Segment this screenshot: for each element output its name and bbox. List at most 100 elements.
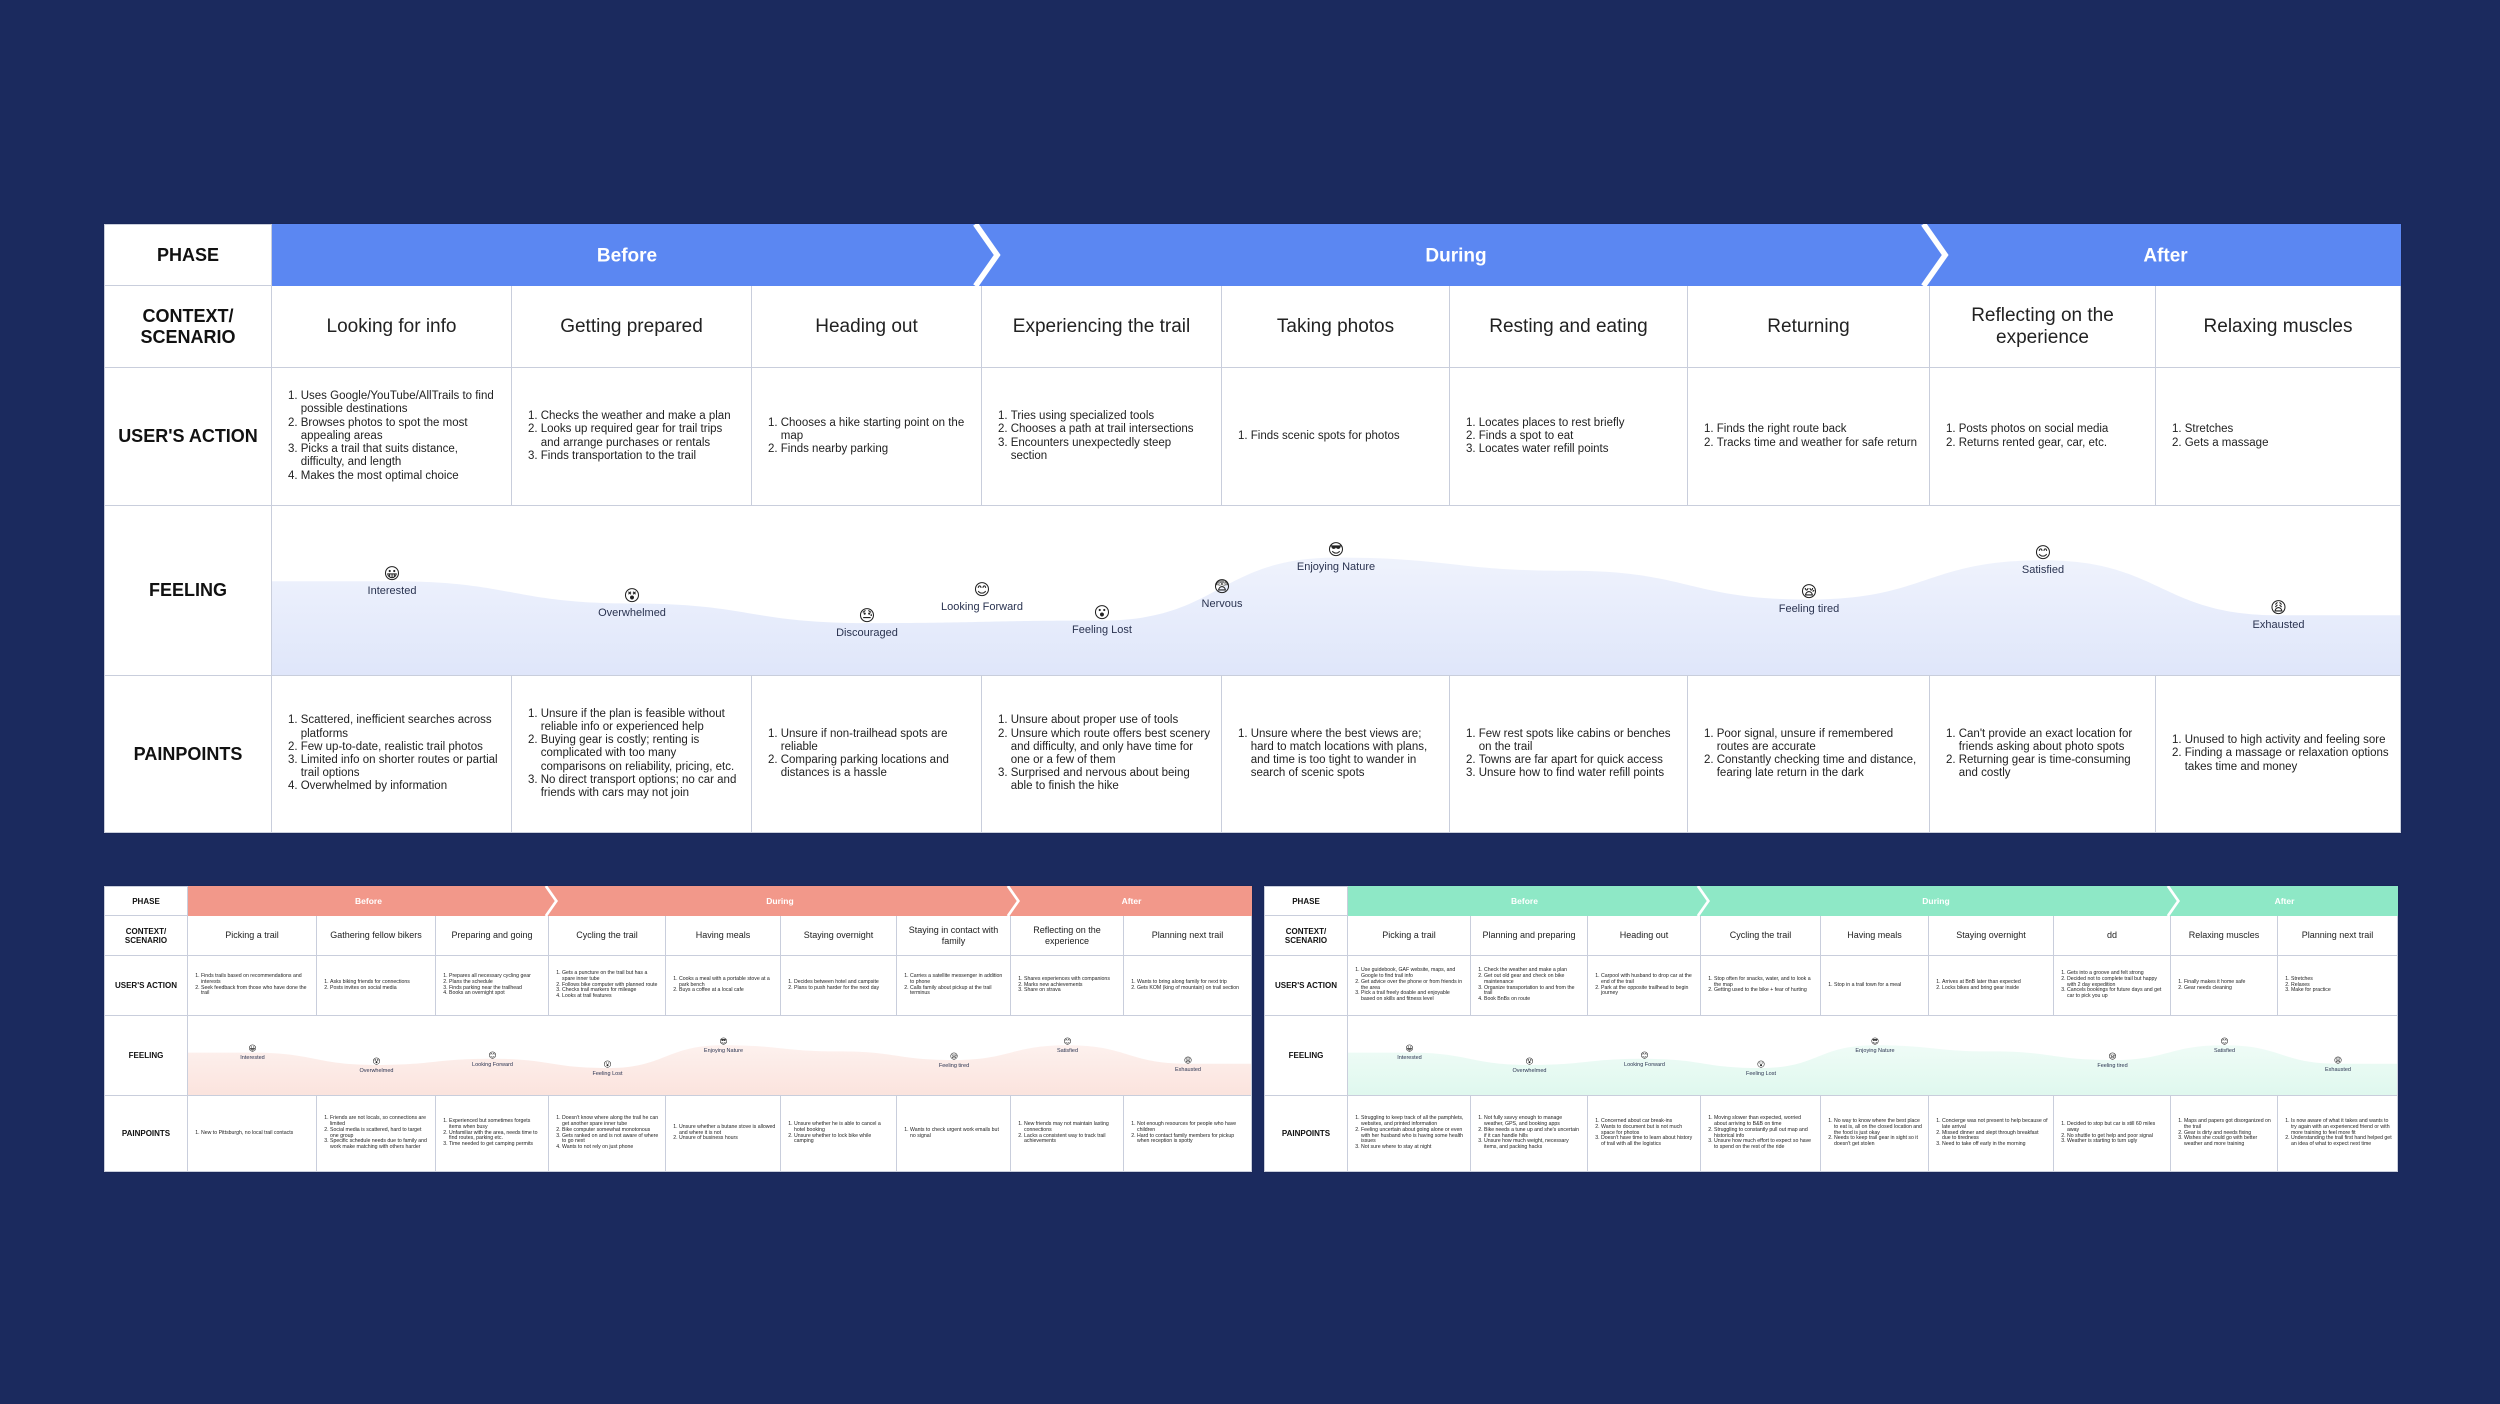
action-cell-list: Gets a puncture on the trail but has a s…	[554, 970, 661, 1001]
painpoint-cell: Unsure if non-trailhead spots are reliab…	[752, 676, 982, 833]
phase-label-before: Before	[597, 246, 657, 267]
emoji-icon: 😎	[719, 1037, 728, 1047]
feeling-point: 😩Exhausted	[1175, 1056, 1201, 1073]
list-item: Unfamiliar with the area, needs time to …	[449, 1130, 543, 1143]
list-item: Hard to contact family members for picku…	[1137, 1133, 1246, 1146]
emoji-icon: 😊	[2220, 1037, 2229, 1047]
painpoint-cell-list: No way to know where the best place to e…	[1826, 1118, 1924, 1149]
painpoint-cell: Friends are not locals, so connections a…	[317, 1096, 436, 1172]
list-item: Follows bike computer with planned route	[562, 982, 660, 989]
action-cell-list: Prepares all necessary cycling gearPlans…	[441, 973, 531, 998]
phase-label-after: After	[2275, 896, 2296, 906]
feeling-curve	[272, 557, 2400, 675]
action-cell-list: Stop often for snacks, water, and to loo…	[1706, 976, 1816, 995]
action-cell: StretchesGets a massage	[2156, 368, 2401, 506]
painpoint-cell-list: Can't provide an exact location for frie…	[1940, 728, 2144, 781]
painpoint-cell: Is now aware of what it takes and wants …	[2278, 1096, 2398, 1172]
painpoint-cell-list: Not fully savvy enough to manage weather…	[1476, 1115, 1583, 1152]
feeling-area-fill	[188, 1045, 1251, 1095]
feeling-point: 😊Satisfied	[2022, 545, 2064, 576]
list-item: Finds nearby parking	[781, 443, 971, 456]
context-cell: dd	[2054, 916, 2171, 956]
list-item: Carries a satellite messenger in additio…	[910, 973, 1005, 986]
phase-chevron	[1921, 224, 1949, 286]
painpoint-cell-list: Experienced but sometimes forgets items …	[441, 1118, 544, 1149]
action-cell: Decides between hotel and campsitePlans …	[781, 956, 897, 1016]
painpoint-cell: Poor signal, unsure if remembered routes…	[1688, 676, 1930, 833]
action-cell: Asks biking friends for connectionsPosts…	[317, 956, 436, 1016]
action-cell: Gets a puncture on the trail but has a s…	[549, 956, 666, 1016]
painpoint-cell: Unsure whether he is able to cancel a ho…	[781, 1096, 897, 1172]
list-item: Gets a puncture on the trail but has a s…	[562, 970, 660, 983]
feeling-label: Looking Forward	[941, 600, 1023, 613]
painpoint-cell: Moving slower than expected, worried abo…	[1701, 1096, 1821, 1172]
feeling-point: 😩Exhausted	[2325, 1056, 2351, 1073]
list-item: Bike computer somewhat monotonous	[562, 1127, 660, 1134]
action-cell-list: Cooks a meal with a portable stove at a …	[671, 976, 776, 995]
action-cell: Chooses a hike starting point on the map…	[752, 368, 982, 506]
list-item: Get out old gear and check on bike maint…	[1484, 973, 1582, 986]
context-cell: Planning next trail	[2278, 916, 2398, 956]
context-cell: Getting prepared	[512, 286, 752, 368]
list-item: Finds parking near the trailhead	[449, 985, 531, 992]
context-cell: Picking a trail	[188, 916, 317, 956]
painpoint-cell: Scattered, inefficient searches across p…	[272, 676, 512, 833]
painpoint-cell-list: Not enough resources for people who have…	[1129, 1121, 1247, 1146]
action-cell-list: Chooses a hike starting point on the map…	[762, 417, 970, 457]
list-item: Book BnBs on route	[1484, 996, 1582, 1003]
list-item: Cooks a meal with a portable stove at a …	[679, 976, 775, 989]
context-cell: Experiencing the trail	[982, 286, 1222, 368]
list-item: Struggling to keep track of all the pamp…	[1361, 1115, 1465, 1128]
action-cell-list: Finds the right route backTracks time an…	[1698, 423, 1917, 449]
action-cell-list: Finally makes it home safeGear needs cle…	[2176, 979, 2245, 992]
list-item: Picks a trail that suits distance, diffi…	[301, 443, 501, 469]
list-item: Asks biking friends for connections	[330, 979, 410, 986]
list-item: Gear is dirty and needs fixing	[2184, 1130, 2272, 1137]
feeling-point: 😵Overwhelmed	[598, 589, 666, 620]
row-label-feeling: FEELING	[1264, 1016, 1348, 1096]
list-item: Gets ranked on and is not aware of where…	[562, 1133, 660, 1146]
context-cell: Heading out	[752, 286, 982, 368]
list-item: Not enough resources for people who have…	[1137, 1121, 1246, 1134]
feeling-curve-area: 😀Interested😵Overwhelmed😊Looking Forward😮…	[188, 1016, 1252, 1096]
list-item: Unsure if the plan is feasible without r…	[541, 708, 741, 734]
list-item: No direct transport options; no car and …	[541, 774, 741, 800]
painpoint-cell: Experienced but sometimes forgets items …	[436, 1096, 549, 1172]
feeling-curve	[188, 1045, 1251, 1095]
feeling-area-fill	[1348, 1045, 2397, 1095]
emoji-icon: 😪	[2108, 1051, 2117, 1061]
phase-bar-background	[188, 886, 1252, 916]
list-item: Towns are far apart for quick access	[1479, 754, 1677, 767]
action-cell-list: Arrives at BnB later than expectedLocks …	[1934, 979, 2021, 992]
list-item: Marks new achievements	[1024, 982, 1110, 989]
list-item: Overwhelmed by information	[301, 780, 501, 793]
action-cell-list: Carries a satellite messenger in additio…	[902, 973, 1006, 998]
list-item: Plans the schedule	[449, 979, 531, 986]
painpoint-cell: Struggling to keep track of all the pamp…	[1348, 1096, 1471, 1172]
row-label-context: CONTEXT/ SCENARIO	[1264, 916, 1348, 956]
phase-chevron	[973, 224, 1001, 286]
list-item: Chooses a path at trail intersections	[1011, 423, 1211, 436]
action-cell-list: Carpool with husband to drop car at the …	[1593, 973, 1696, 998]
action-cell: Checks the weather and make a planLooks …	[512, 368, 752, 506]
action-cell: StretchesRelaxesMake for practice	[2278, 956, 2398, 1016]
painpoint-cell-list: Concerned about car break-insWants to do…	[1593, 1118, 1696, 1149]
row-label-feeling: FEELING	[104, 1016, 188, 1096]
list-item: Is now aware of what it takes and wants …	[2291, 1118, 2392, 1137]
list-item: Not sure where to stay at night	[1361, 1144, 1465, 1151]
list-item: Carpool with husband to drop car at the …	[1601, 973, 1695, 986]
list-item: Lacks a consistent way to track trail ac…	[1024, 1133, 1118, 1146]
context-cell: Picking a trail	[1348, 916, 1471, 956]
action-cell: Finally makes it home safeGear needs cle…	[2171, 956, 2278, 1016]
painpoint-cell: Few rest spots like cabins or benches on…	[1450, 676, 1688, 833]
action-cell-list: Decides between hotel and campsitePlans …	[786, 979, 879, 992]
feeling-label: Feeling tired	[1778, 603, 1840, 616]
painpoint-cell: Concerned about car break-insWants to do…	[1588, 1096, 1701, 1172]
list-item: Calls family about pickup at the trail t…	[910, 985, 1005, 998]
list-item: Comparing parking locations and distance…	[781, 754, 971, 780]
action-cell-list: Check the weather and make a planGet out…	[1476, 967, 1583, 1004]
painpoint-cell: New friends may not maintain lasting con…	[1011, 1096, 1124, 1172]
row-label-action: USER'S ACTION	[104, 956, 188, 1016]
